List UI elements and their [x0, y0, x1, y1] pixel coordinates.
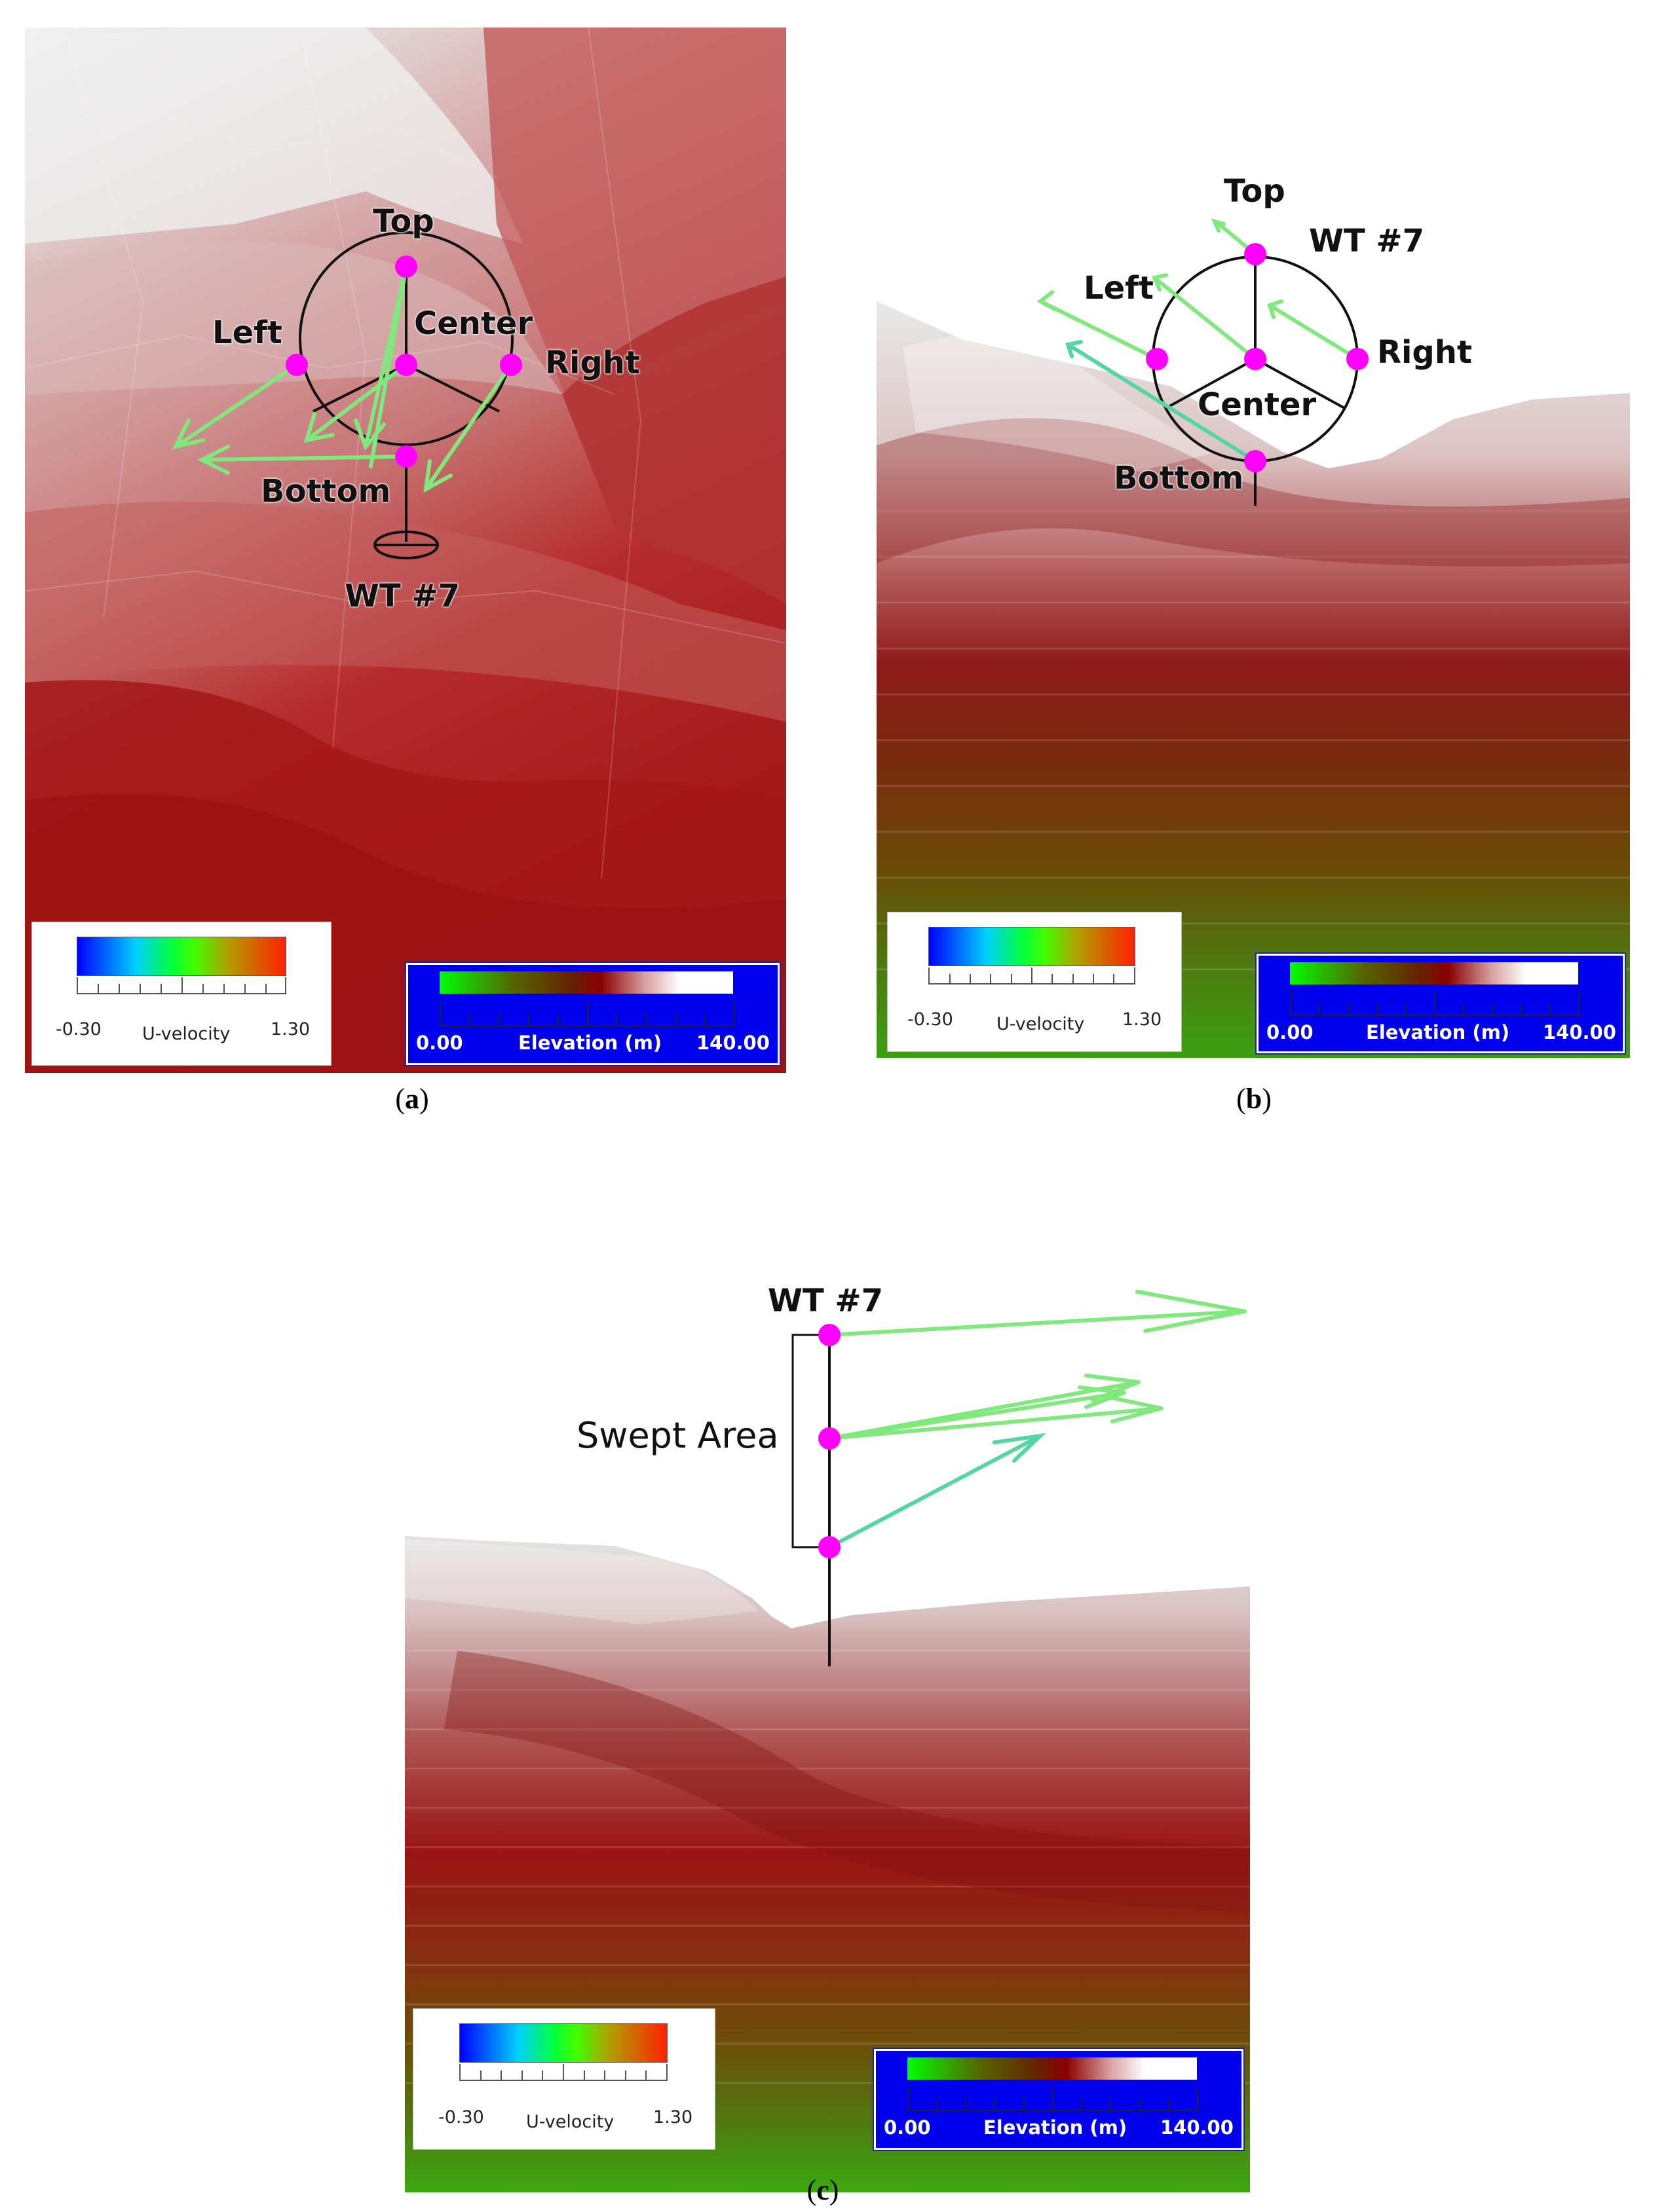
vector-right [423, 363, 513, 493]
panel-a: Top Left Center Right Bottom WT #7 -0.30… [25, 28, 786, 1073]
point-left [286, 354, 308, 376]
velocity-colorbar [459, 2023, 668, 2063]
velocity-colorbar [77, 937, 286, 976]
terrain-band [25, 242, 562, 394]
label-swept-area: Swept Area [577, 1415, 779, 1456]
vector-top [827, 1290, 1247, 1337]
point-bottom [818, 1536, 841, 1558]
elevation-min: 0.00 [884, 2116, 931, 2139]
elevation-max: 140.00 [1543, 1021, 1616, 1043]
measurement-points [286, 255, 522, 468]
vector-center-2 [827, 1395, 1164, 1440]
point-top [395, 255, 417, 278]
velocity-max: 1.30 [1122, 1009, 1162, 1030]
elevation-max: 140.00 [696, 1032, 770, 1054]
vector-center [303, 363, 408, 443]
elevation-title: Elevation (m) [518, 1032, 662, 1054]
point-center [1244, 348, 1266, 370]
vector-left [1036, 290, 1159, 361]
terrain-band [25, 28, 523, 244]
point-bottom [395, 445, 417, 468]
point-top [818, 1324, 841, 1346]
label-left: Left [212, 314, 282, 351]
vector-bottom [827, 1433, 1046, 1549]
elevation-title: Elevation (m) [983, 2116, 1127, 2139]
point-center [818, 1427, 841, 1450]
label-center: Center [1198, 386, 1317, 423]
label-right: Right [1377, 334, 1472, 371]
point-left [1146, 348, 1168, 370]
terrain-ridge-shadow [877, 418, 1630, 567]
velocity-vectors [827, 1290, 1247, 1549]
panel-b-terrain [877, 218, 1630, 1058]
velocity-title: U-velocity [996, 1014, 1085, 1034]
velocity-max: 1.30 [653, 2107, 693, 2128]
vector-left [172, 363, 299, 450]
point-top [1244, 243, 1266, 265]
vector-center [1151, 273, 1257, 361]
elevation-legend: 0.00 Elevation (m) 140.00 [1257, 954, 1625, 1053]
point-bottom [1244, 450, 1266, 472]
velocity-min: -0.30 [438, 2107, 484, 2128]
vector-bottom [1065, 340, 1257, 463]
measurement-points [818, 1324, 841, 1558]
label-bottom: Bottom [261, 473, 391, 510]
terrain-profile [877, 301, 1630, 1058]
velocity-vectors [172, 265, 513, 493]
caption-b: (b) [1236, 1083, 1272, 1115]
vector-right [1267, 299, 1359, 361]
point-right [500, 354, 522, 376]
vector-top-2 [369, 265, 408, 468]
velocity-legend: -0.30 U-velocity 1.30 [31, 922, 331, 1066]
label-turbine: WT #7 [768, 1284, 884, 1319]
elevation-min: 0.00 [416, 1032, 463, 1054]
vector-bottom [197, 445, 408, 475]
label-top: Top [373, 203, 434, 240]
elevation-colorbar [1290, 962, 1578, 984]
terrain-ridge [562, 276, 786, 604]
terrain-ridge-highlight [405, 1539, 759, 1624]
caption-a: (a) [395, 1083, 429, 1115]
elevation-title: Elevation (m) [1366, 1021, 1510, 1043]
terrain-band [25, 502, 786, 722]
elevation-colorbar [440, 971, 733, 994]
velocity-min: -0.30 [907, 1009, 953, 1030]
elevation-legend: 0.00 Elevation (m) 140.00 [874, 2049, 1243, 2150]
label-top: Top [1224, 173, 1285, 210]
label-bottom: Bottom [1114, 460, 1244, 497]
velocity-legend: -0.30 U-velocity 1.30 [413, 2008, 715, 2150]
elevation-min: 0.00 [1266, 1021, 1314, 1043]
panel-b: Top WT #7 Left Right Center Bottom -0.30… [877, 170, 1630, 1058]
label-right: Right [545, 345, 640, 381]
velocity-colorbar [928, 927, 1135, 966]
caption-c: (c) [806, 2174, 839, 2206]
label-center: Center [414, 305, 533, 342]
label-left: Left [1084, 270, 1154, 307]
velocity-min: -0.30 [56, 1019, 102, 1040]
swept-area-bracket [791, 1334, 824, 1548]
velocity-vectors [1036, 218, 1359, 463]
terrain-ridge-highlight [903, 336, 1217, 472]
vector-center [827, 1374, 1141, 1440]
elevation-colorbar [907, 2057, 1197, 2080]
velocity-max: 1.30 [271, 1019, 311, 1040]
point-center [395, 354, 417, 376]
point-right [1346, 348, 1369, 370]
velocity-title: U-velocity [142, 1024, 231, 1044]
label-turbine: WT #7 [345, 578, 461, 614]
vector-center-3 [827, 1385, 1126, 1440]
measurement-points [1146, 243, 1369, 472]
elevation-legend: 0.00 Elevation (m) 140.00 [406, 963, 780, 1065]
velocity-legend: -0.30 U-velocity 1.30 [887, 912, 1182, 1052]
elevation-max: 140.00 [1160, 2116, 1234, 2139]
panel-a-terrain [25, 28, 786, 1073]
velocity-title: U-velocity [526, 2112, 615, 2132]
panel-c: WT #7 Swept Area -0.30 U-velocity 1.30 0… [405, 1284, 1250, 2192]
label-turbine: WT #7 [1309, 223, 1425, 259]
terrain-ridge-shadow [444, 1651, 1250, 1913]
